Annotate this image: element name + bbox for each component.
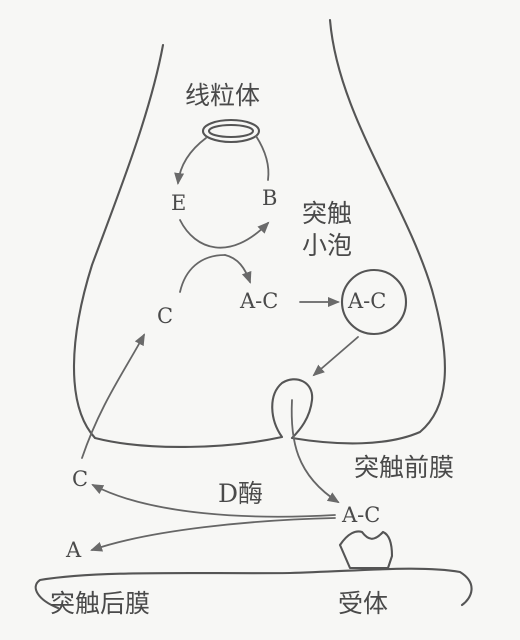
arrow-to-A [90, 517, 336, 552]
label-mitochondria: 线粒体 [185, 81, 260, 110]
arc-ring-to-B [255, 135, 270, 181]
receptor-shape [338, 530, 394, 570]
arrow-release-to-cleft [290, 399, 340, 504]
arc-C-to-cycle [179, 254, 226, 293]
label-B: B [262, 186, 277, 210]
label-A: A [65, 538, 82, 562]
mitochondria-ring [201, 118, 261, 144]
label-vesicle-line2: 小泡 [302, 231, 352, 260]
label-AC-cleft: A-C [341, 503, 380, 527]
label-AC-mid: A-C [239, 289, 278, 313]
label-C-top: C [157, 304, 173, 328]
label-postsynaptic-membrane: 突触后膜 [50, 589, 150, 618]
label-E: E [171, 191, 186, 215]
label-D-enzyme: D酶 [218, 479, 263, 508]
arrow-to-AC [224, 254, 252, 284]
label-presynaptic-membrane: 突触前膜 [354, 453, 454, 482]
label-vesicle-line1: 突触 [302, 199, 352, 228]
presynaptic-terminal-outline [72, 18, 446, 448]
postsynaptic-membrane-outline [34, 567, 473, 610]
label-receptor: 受体 [338, 589, 388, 618]
synaptic-vesicle [340, 268, 408, 336]
label-C-left: C [72, 467, 88, 491]
arrow-C-reuptake [81, 333, 145, 459]
arc-E-to-B [179, 219, 270, 249]
label-AC-vesicle: A-C [347, 289, 386, 313]
mitochondria-ring-inner [207, 123, 255, 139]
arrow-to-C-left [91, 484, 336, 518]
arrow-vesicle-to-membrane [312, 336, 359, 377]
arrow-to-E [174, 137, 207, 185]
